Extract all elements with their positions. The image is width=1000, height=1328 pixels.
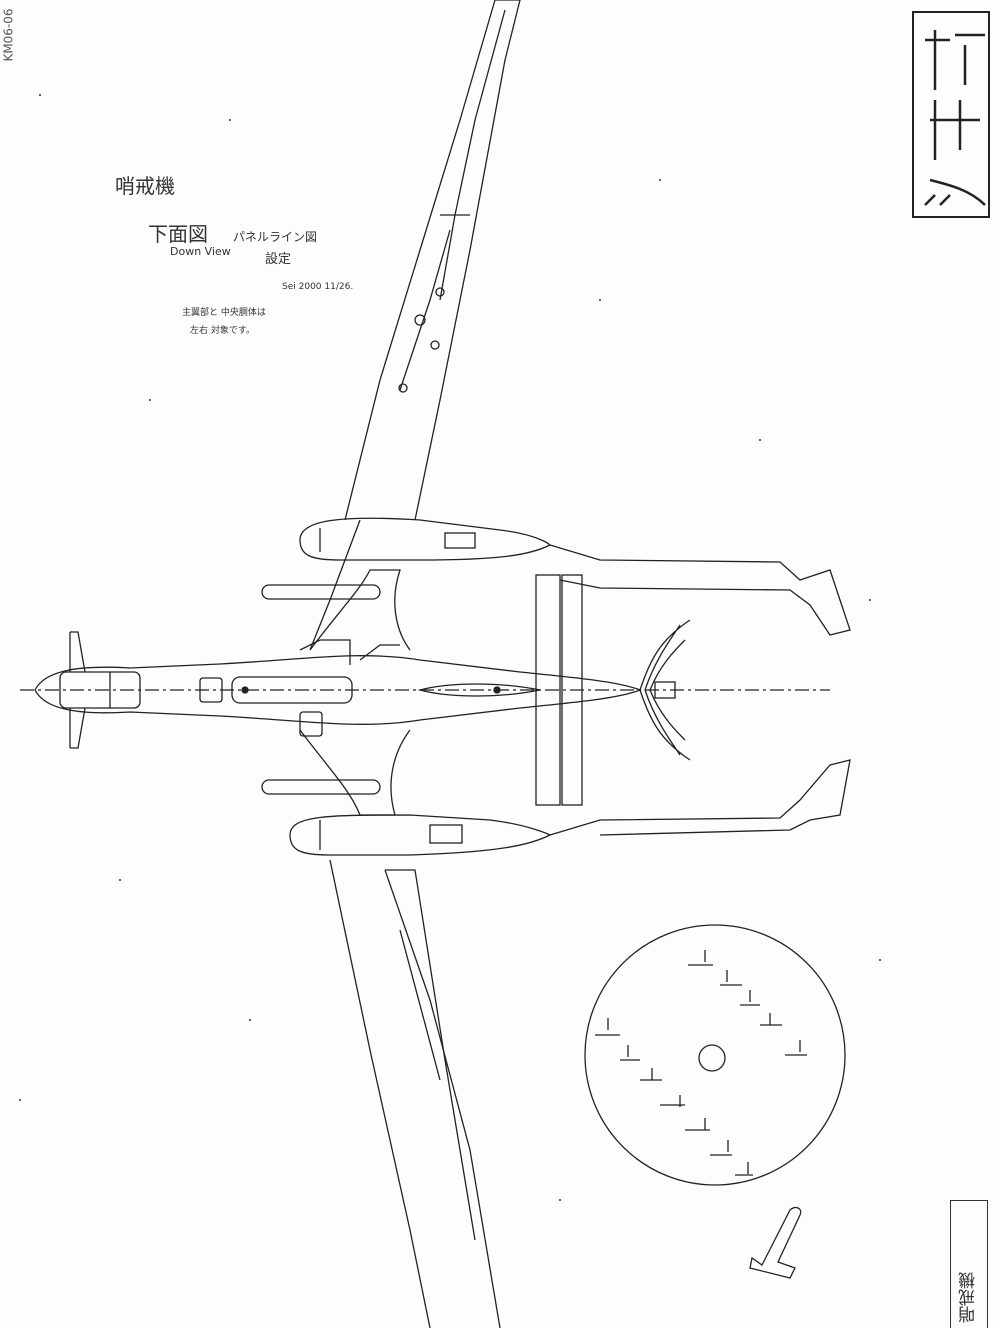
scan-specks <box>19 94 881 1201</box>
note-line-2: 左右 対象です。 <box>190 326 255 336</box>
signature: Sei 2000 11/26. <box>282 282 354 292</box>
settei-label: 設定 <box>265 252 292 267</box>
fuselage <box>20 631 830 749</box>
rotor-disc <box>584 924 846 1186</box>
drop-tank-upper <box>261 584 381 600</box>
view-label: 下面図 <box>148 222 208 246</box>
lower-wing <box>329 859 501 1328</box>
upper-wing <box>309 0 521 651</box>
tail-boom-lower <box>549 574 851 836</box>
engine-nacelle-upper <box>299 517 552 561</box>
panel-line-label: パネルライン図 <box>233 230 318 244</box>
small-part <box>749 1206 802 1279</box>
engine-nacelle-lower <box>289 814 552 856</box>
center-body <box>299 569 411 816</box>
sheet-title: 哨戒機 <box>115 174 175 198</box>
seal-stamp <box>912 11 990 218</box>
drop-tank-lower <box>261 779 381 795</box>
tail-boom-upper <box>535 544 851 806</box>
view-label-en: Down View <box>170 245 231 258</box>
propeller <box>639 619 691 761</box>
note-line-1: 主翼部と 中央胴体は <box>182 308 266 318</box>
label-box <box>950 1200 988 1328</box>
